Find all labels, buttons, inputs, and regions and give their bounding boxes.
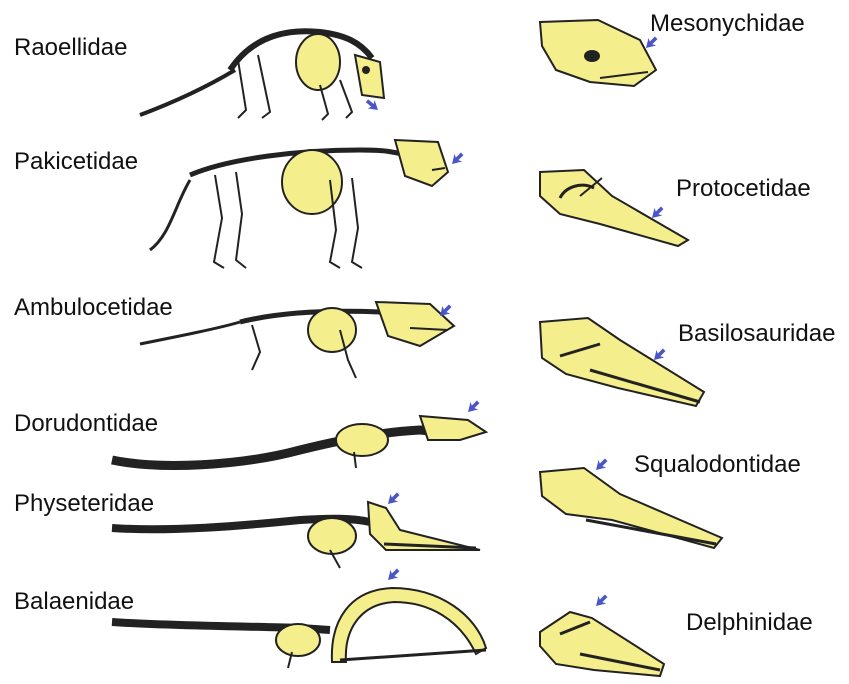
dorudontidae-skeleton [112, 416, 486, 468]
raoellidae-skeleton [140, 31, 384, 120]
delphinidae-skull [540, 612, 664, 676]
physeteridae-skeleton [112, 502, 480, 568]
balaenidae-skeleton [112, 588, 486, 668]
pakicetidae-skeleton [150, 140, 448, 268]
basilosauridae-skull [540, 318, 704, 406]
squalodontidae-skull [540, 468, 722, 548]
protocetidae-skull [540, 170, 688, 246]
mesonychidae-skull [540, 20, 656, 86]
ambulocetidae-skeleton [140, 302, 454, 378]
